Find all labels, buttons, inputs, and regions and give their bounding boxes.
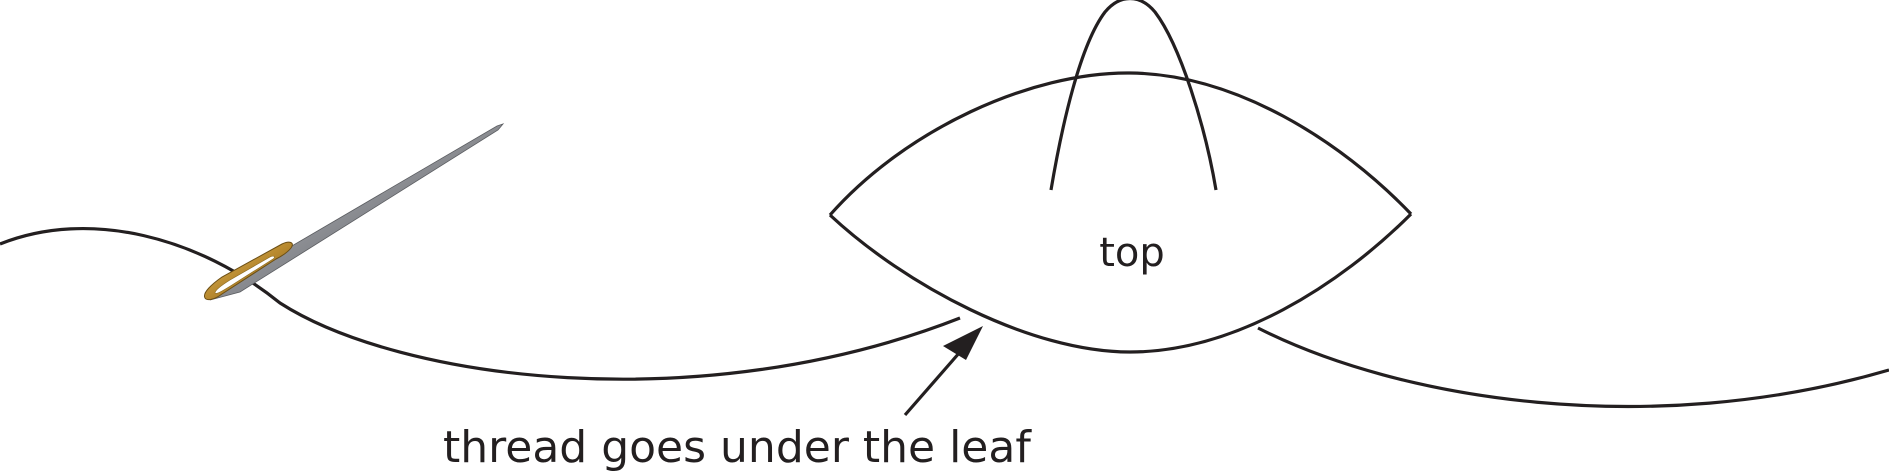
sewing-needle-icon [204, 124, 503, 300]
stitch-loop [1051, 0, 1216, 190]
leaf-upper-edge [830, 73, 1411, 215]
annotation-label: thread goes under the leaf [443, 422, 1032, 473]
arrow-icon [905, 326, 983, 415]
thread-right [1258, 328, 1889, 406]
arrow-head [943, 326, 983, 360]
leaf [830, 73, 1411, 352]
leaf-label: top [1099, 230, 1165, 276]
thread-left [0, 229, 960, 380]
arrow-shaft [905, 352, 960, 415]
